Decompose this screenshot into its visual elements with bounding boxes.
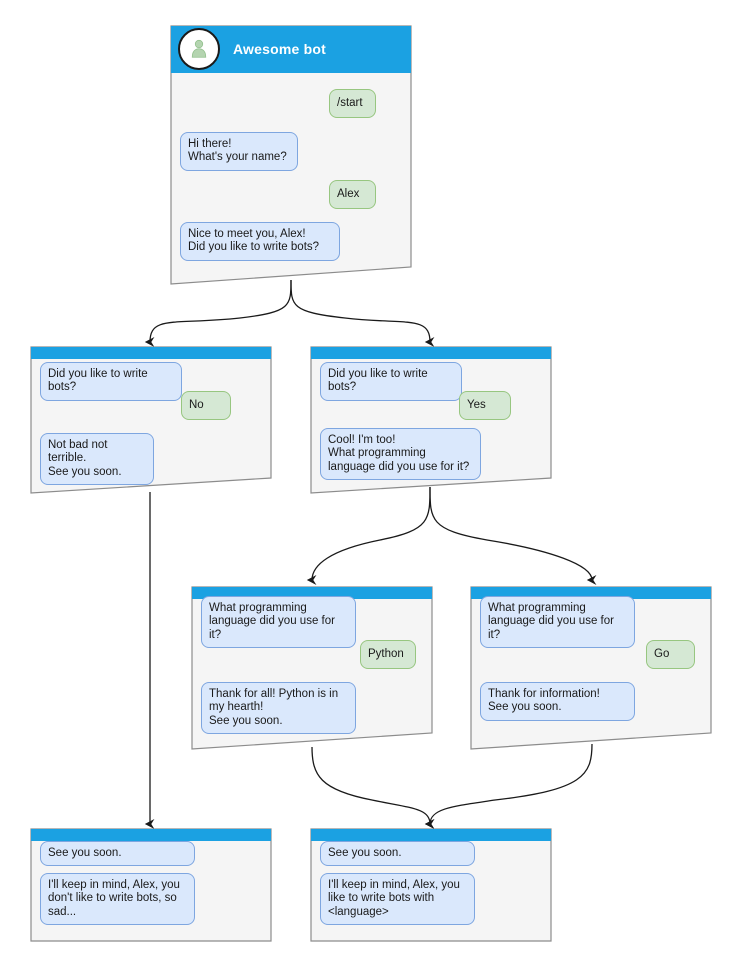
yes-branch-card[interactable]: Did you like to write bots? Yes Cool! I'… (310, 346, 552, 494)
message-bubble-bot: See you soon. (320, 841, 475, 867)
edge-python-to-end-happy (311, 746, 435, 829)
edge-root-to-no (144, 279, 292, 347)
message-bubble-user: /start (329, 89, 376, 118)
person-avatar-icon (178, 28, 220, 70)
message-bubble-bot: Cool! I'm too! What programming language… (320, 428, 481, 481)
message-bubble-bot: Nice to meet you, Alex! Did you like to … (180, 222, 340, 261)
no-branch-card[interactable]: Did you like to write bots? No Not bad n… (30, 346, 272, 494)
bot-title: Awesome bot (233, 41, 326, 57)
message-bubble-bot: Did you like to write bots? (320, 362, 462, 401)
message-bubble-bot: I'll keep in mind, Alex, you don't like … (40, 873, 195, 926)
python-branch-card[interactable]: What programming language did you use fo… (191, 586, 433, 750)
edge-go-to-end-happy (424, 743, 593, 829)
message-bubble-bot: Not bad not terrible. See you soon. (40, 433, 154, 486)
message-bubble-user: Yes (459, 391, 511, 420)
end-sad-card[interactable]: See you soon. I'll keep in mind, Alex, y… (30, 828, 272, 942)
message-bubble-bot: I'll keep in mind, Alex, you like to wri… (320, 873, 475, 926)
go-branch-card[interactable]: What programming language did you use fo… (470, 586, 712, 750)
root-chat-card[interactable]: Awesome bot /start Hi there! What's your… (170, 25, 412, 285)
card-header-bar: Awesome bot (170, 25, 412, 73)
message-bubble-bot: What programming language did you use fo… (201, 596, 356, 649)
message-bubble-user: Python (360, 640, 416, 669)
message-bubble-user: Go (646, 640, 695, 669)
message-bubble-bot: What programming language did you use fo… (480, 596, 635, 649)
message-bubble-bot: See you soon. (40, 841, 195, 867)
message-bubble-user: Alex (329, 180, 376, 209)
end-happy-card[interactable]: See you soon. I'll keep in mind, Alex, y… (310, 828, 552, 942)
edge-root-to-yes (290, 279, 435, 347)
message-bubble-bot: Did you like to write bots? (40, 362, 182, 401)
edge-yes-to-python (306, 486, 431, 585)
message-bubble-bot: Thank for all! Python is in my hearth! S… (201, 682, 356, 735)
edge-yes-to-go (429, 486, 597, 585)
message-bubble-user: No (181, 391, 231, 420)
message-bubble-bot: Thank for information! See you soon. (480, 682, 635, 721)
message-bubble-bot: Hi there! What's your name? (180, 132, 298, 171)
